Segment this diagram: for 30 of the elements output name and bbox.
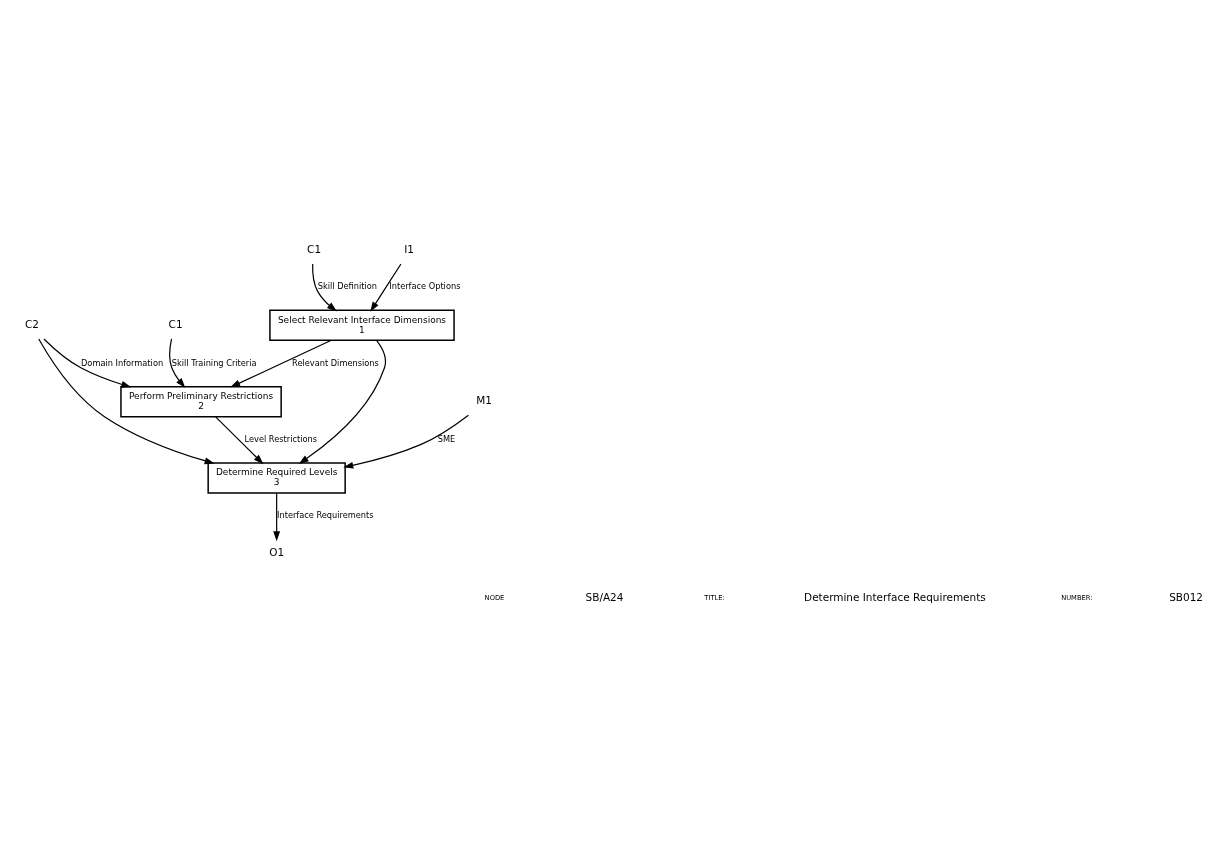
node-text: O1 bbox=[269, 545, 285, 558]
label: SB012 bbox=[1169, 590, 1204, 603]
arrow bbox=[169, 337, 186, 388]
node-box: Determine Required Levels 3 bbox=[207, 461, 346, 494]
edge-label: Skill Training Criteria bbox=[171, 357, 257, 368]
arrow bbox=[370, 262, 402, 312]
node-text: C2 bbox=[24, 317, 39, 330]
node-box: Select Relevant Interface Dimensions 1 bbox=[269, 309, 455, 341]
arrow bbox=[273, 492, 281, 541]
edge-label: Interface Options bbox=[389, 280, 461, 291]
edge-label: Skill Definition bbox=[317, 280, 378, 291]
edge-label: Relevant Dimensions bbox=[292, 357, 379, 368]
node-text: I1 bbox=[404, 242, 415, 255]
node-text: C1 bbox=[168, 317, 183, 330]
edge-label: Domain Information bbox=[81, 357, 164, 368]
edge-label: Level Restrictions bbox=[244, 433, 317, 444]
node-text: M1 bbox=[476, 393, 492, 406]
node-text: C1 bbox=[307, 242, 322, 255]
arrow bbox=[298, 339, 387, 464]
node-box: Perform Preliminary Restrictions 2 bbox=[120, 385, 282, 417]
arrow bbox=[43, 337, 132, 388]
edge-label: SME bbox=[437, 433, 456, 444]
arrow bbox=[230, 339, 332, 387]
arrow bbox=[38, 337, 215, 464]
label: Determine Interface Requirements bbox=[804, 590, 986, 603]
arrow bbox=[312, 262, 337, 311]
label: SB/A24 bbox=[585, 590, 624, 603]
arrow bbox=[215, 415, 264, 464]
edge-label: Interface Requirements bbox=[277, 509, 374, 520]
arrow bbox=[343, 414, 469, 469]
